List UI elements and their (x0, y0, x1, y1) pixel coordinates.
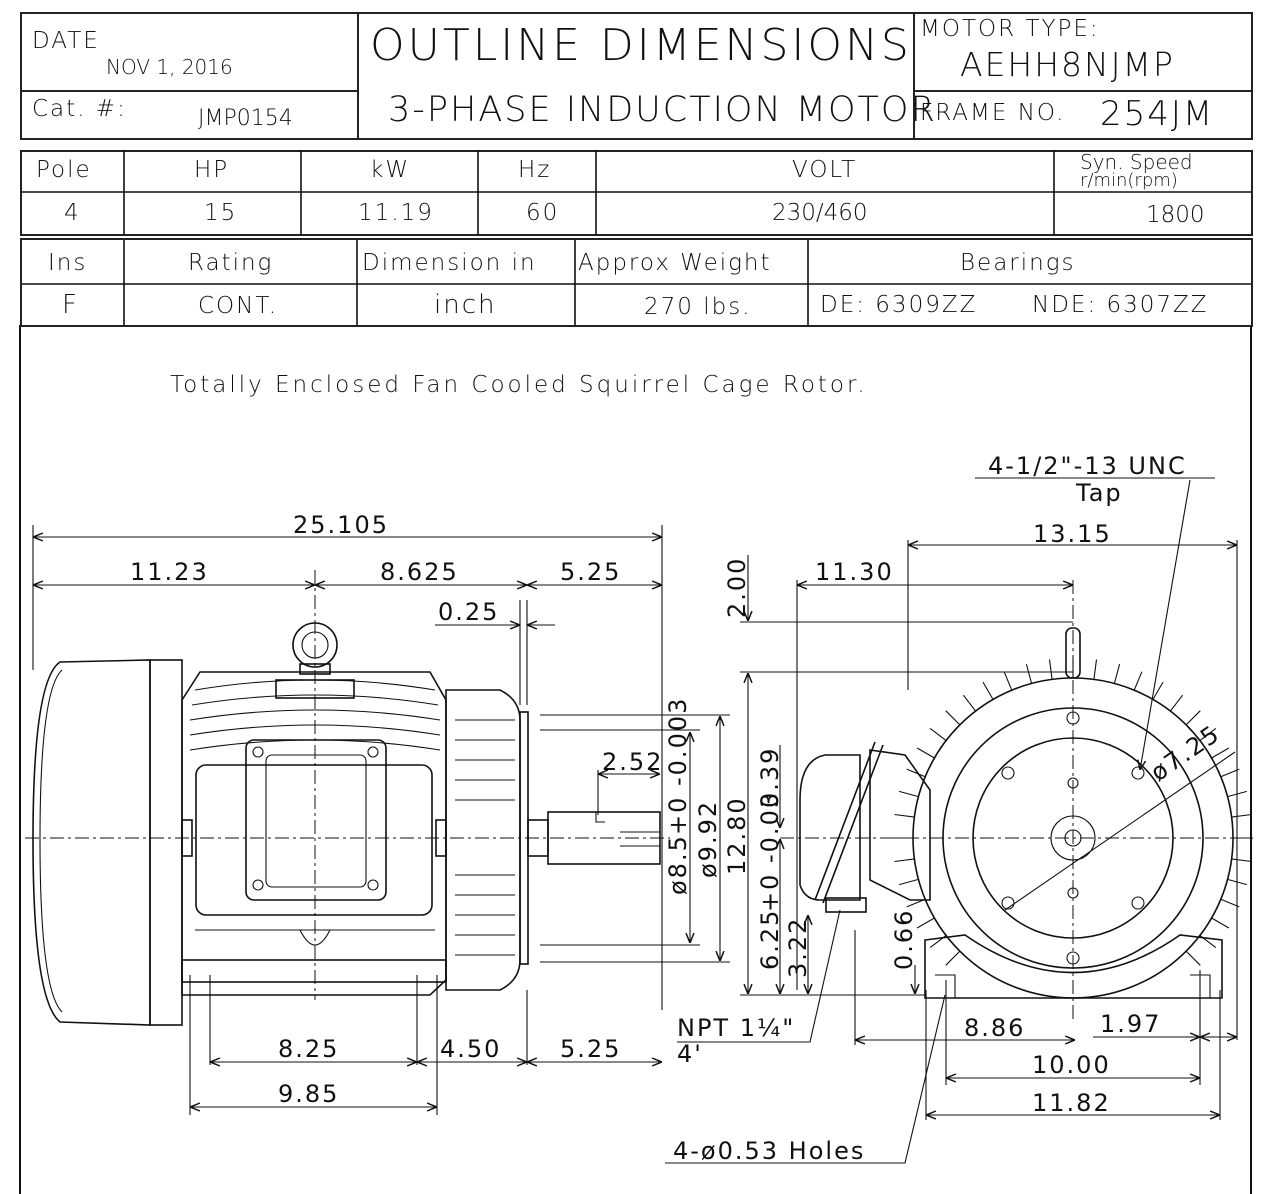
motor-type-value: AEHH8NJMP (960, 45, 1175, 84)
cat-label: Cat. #: (32, 96, 127, 122)
header-rpm: r/min(rpm) (1080, 170, 1178, 191)
value-kw: 11.19 (358, 200, 434, 226)
dimension-labels: 25.105 11.23 8.625 5.25 0.25 2.52 ø8.5 +… (130, 452, 1225, 1165)
dim-5-25-bottom: 5.25 (560, 1035, 621, 1063)
value-rating: CONT. (198, 293, 278, 319)
dim-5-25-top: 5.25 (560, 558, 621, 586)
tap-spec: 4-1/2"-13 UNC (988, 452, 1187, 480)
fan-fins (455, 719, 515, 956)
motor-side-view (780, 580, 1253, 1020)
dim-6-25: 6.25 (756, 909, 784, 970)
dim-9-92: ø9.92 (694, 800, 722, 878)
motor-type-label: MOTOR TYPE: (920, 16, 1100, 42)
header-dimension: Dimension in (362, 250, 537, 276)
dim-9-85: 9.85 (278, 1080, 339, 1108)
npt-spec: NPT 1¼" (677, 1014, 795, 1042)
header-volt: VOLT (792, 157, 858, 183)
header-ins: Ins (48, 250, 88, 276)
value-speed: 1800 (1146, 202, 1205, 228)
value-bearing-nde: NDE: 6307ZZ (1032, 292, 1209, 318)
dim-11-82: 11.82 (1032, 1089, 1111, 1117)
value-ins: F (62, 290, 79, 320)
frame-value: 254JM (1100, 94, 1215, 134)
header-bearings: Bearings (960, 250, 1076, 276)
value-weight: 270 lbs. (644, 294, 752, 320)
dim-8-86: 8.86 (964, 1014, 1025, 1042)
drawing-caption: Totally Enclosed Fan Cooled Squirrel Cag… (170, 372, 868, 398)
dim-13-15: 13.15 (1033, 520, 1112, 548)
dim-11-30: 11.30 (815, 558, 894, 586)
dim-8-625: 8.625 (380, 558, 459, 586)
dimension-lines (32, 477, 1238, 1164)
header-weight: Approx Weight (578, 250, 772, 276)
header-pole: Pole (36, 157, 92, 183)
dim-1-97: 1.97 (1100, 1010, 1161, 1038)
dim-10-00: 10.00 (1032, 1051, 1111, 1079)
dim-6-25-tol: +0 -0.03 (756, 791, 784, 912)
dim-0-39: 0.39 (756, 747, 784, 808)
dim-4-50: 4.50 (440, 1035, 501, 1063)
dim-shaft-dia: ø8.5 (664, 834, 692, 895)
spec-table-1 (20, 150, 1253, 236)
header-hz: Hz (518, 157, 552, 183)
value-bearing-de: DE: 6309ZZ (820, 292, 978, 318)
mounting-holes: 4-ø0.53 Holes (673, 1137, 865, 1165)
dim-11-23: 11.23 (130, 558, 209, 586)
motor-front-view (25, 570, 670, 1026)
dim-8-25: 8.25 (278, 1035, 339, 1063)
dim-0-66: 0.66 (890, 909, 918, 970)
dim-2-00: 2.00 (723, 557, 751, 618)
spec-table-2 (20, 238, 1253, 327)
cat-value: JMP0154 (198, 106, 293, 131)
dim-7-25: ø7.25 (1145, 719, 1225, 787)
drawing-title: OUTLINE DIMENSIONS (370, 20, 912, 71)
dim-shaft-tol: +0 -0.003 (664, 697, 692, 835)
value-dimension-unit: inch (434, 290, 497, 320)
npt-qty: 4' (677, 1040, 703, 1068)
value-volt: 230/460 (772, 200, 868, 226)
dim-3-22: 3.22 (784, 917, 812, 978)
header-kw: kW (370, 157, 411, 183)
drawing-subtitle: 3-PHASE INDUCTION MOTOR (388, 90, 937, 130)
date-label: DATE (32, 28, 100, 54)
dim-0-25: 0.25 (438, 598, 499, 626)
value-hz: 60 (526, 200, 560, 226)
frame-label: FRAME NO. (920, 100, 1066, 126)
value-pole: 4 (64, 200, 81, 226)
value-hp: 15 (204, 200, 238, 226)
dim-2-52: 2.52 (602, 748, 663, 776)
dim-overall-length: 25.105 (293, 511, 389, 539)
date-value: NOV 1, 2016 (106, 55, 233, 79)
header-syn-speed: Syn. Speed (1080, 150, 1193, 174)
dim-12-80: 12.80 (723, 796, 751, 875)
frame-cell (913, 90, 1253, 140)
header-rating: Rating (188, 250, 274, 276)
tap-label: Tap (1075, 479, 1123, 507)
header-hp: HP (194, 157, 230, 183)
